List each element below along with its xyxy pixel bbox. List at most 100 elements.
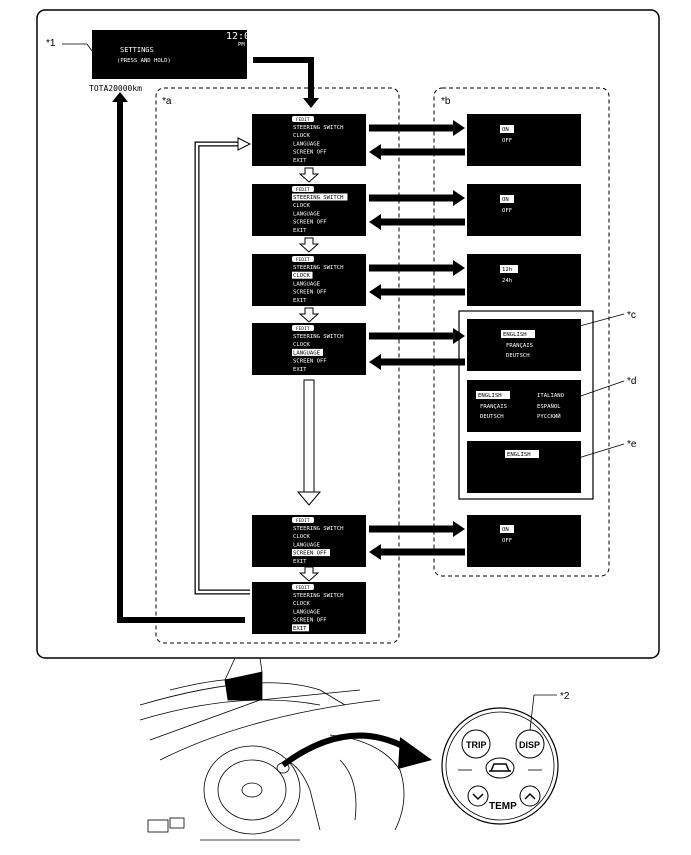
- disp-label: DISP: [519, 740, 540, 750]
- menu-item: CLOCK: [293, 203, 310, 209]
- menu-header-tag: [292, 517, 314, 523]
- menu-step-arrows: [298, 167, 320, 582]
- callout-e: *e: [627, 439, 637, 450]
- menu-item: LANGUAGE: [293, 542, 321, 548]
- menu-item: STEERING SWITCH: [293, 125, 344, 131]
- menu-item: CLOCK: [293, 133, 310, 139]
- arrow-exit-to-settings: [117, 100, 245, 623]
- lang-d-1: FRANÇAIS: [480, 404, 507, 410]
- arrow-right-head: [453, 260, 465, 276]
- arrow-exit-to-top-inner: [195, 142, 250, 594]
- menu-header-tag: [292, 186, 314, 192]
- menu-screen: FEDIT STEERING SWITCH CLOCK LANGUAGE SCREEN …: [252, 515, 366, 567]
- arrow-wheel-to-pad: [281, 732, 412, 768]
- callout-d: *d: [627, 376, 636, 387]
- menu-item: STEERING SWITCH: [293, 526, 344, 532]
- menu-item: STEERING SWITCH: [293, 195, 344, 201]
- settings-time: 12:00: [226, 31, 256, 42]
- callout-e-leader: [574, 443, 625, 460]
- menu-item: LANGUAGE: [293, 141, 321, 147]
- callout-2-leader2: [529, 694, 535, 731]
- menu-header-label: FEDIT: [296, 187, 310, 193]
- menu-item: LANGUAGE: [293, 350, 321, 356]
- lang-c-0: ENGLISH: [503, 332, 527, 338]
- language-screen-d: ENGLISH FRANÇAIS DEUTSCH ITALIANO ESPAÑO…: [467, 380, 581, 432]
- menu-item: EXIT: [293, 626, 307, 632]
- outer-frame: [36, 9, 660, 659]
- option-arrows: [369, 120, 465, 560]
- menu-item: CLOCK: [293, 601, 310, 607]
- settings-subtitle: (PRESS AND HOLD): [117, 58, 171, 64]
- temp-up-button[interactable]: [519, 785, 541, 807]
- arrow-long-shaft: [303, 379, 315, 493]
- option-screen-screen-off: ON OFF: [467, 515, 581, 567]
- opt-steering-off: OFF: [502, 138, 513, 144]
- menu-item: CLOCK: [293, 534, 310, 540]
- menu-item: SCREEN OFF: [293, 220, 327, 226]
- menu-header-tag: [292, 584, 314, 590]
- callout-a: *a: [162, 96, 172, 107]
- menu-step-arrow: [298, 237, 320, 253]
- lang-c-1: FRANÇAIS: [506, 343, 533, 349]
- menu-item: STEERING SWITCH: [293, 334, 344, 340]
- callout-1-leader2: [86, 43, 93, 52]
- menu-item: LANGUAGE: [293, 211, 321, 217]
- dashboard-illustration: [139, 657, 405, 841]
- arrow-settings-to-menu-head: [303, 98, 319, 108]
- trip-button[interactable]: [461, 729, 491, 759]
- language-screen-e: ENGLISH: [467, 441, 581, 493]
- menu-item-highlight: [292, 624, 309, 632]
- climate-button[interactable]: [485, 757, 515, 779]
- menu-item: SCREEN OFF: [293, 359, 327, 365]
- car-air-icon: [489, 763, 511, 772]
- menu-header-tag: [292, 325, 314, 331]
- trip-label: TRIP: [466, 740, 487, 750]
- menu-item: SCREEN OFF: [293, 551, 327, 557]
- menu-header-label: FEDIT: [296, 257, 310, 263]
- arrow-left-head: [369, 214, 381, 230]
- menu-screens: FEDIT STEERING SWITCH CLOCK LANGUAGE SCREEN …: [252, 114, 366, 634]
- arrow-settings-to-menu: [253, 57, 314, 100]
- menu-item: SCREEN OFF: [293, 150, 327, 156]
- settings-ampm: PM: [238, 42, 245, 48]
- arrow-left-head: [369, 354, 381, 370]
- menu-item: STEERING SWITCH: [293, 265, 344, 271]
- arrow-left-head: [369, 284, 381, 300]
- lang-d-3: ITALIANO: [537, 393, 565, 399]
- callout-d-leader: [574, 380, 625, 399]
- language-screen-c: ENGLISH FRANÇAIS DEUTSCH: [467, 319, 581, 371]
- menu-header-label: FEDIT: [296, 518, 310, 524]
- menu-item-highlight: [292, 348, 323, 356]
- callout-c-leader: [575, 313, 625, 328]
- lang-d-5: PYCCKИЙ: [537, 413, 561, 420]
- menu-item-highlight: [292, 549, 330, 557]
- callout-b: *b: [441, 96, 451, 107]
- lang-c-2: DEUTSCH: [506, 353, 530, 359]
- lang-d-2: DEUTSCH: [480, 414, 504, 420]
- arrow-exit-to-top-outer: [194, 141, 250, 595]
- chevron-down-icon: [472, 793, 484, 801]
- group-b-frame: [433, 87, 610, 577]
- group-a-frame: [155, 87, 400, 644]
- language-group-frame: [458, 310, 594, 500]
- arrow-right-head: [453, 120, 465, 136]
- leader-screen-right: [259, 657, 263, 673]
- settings-title: SETTINGS: [120, 46, 154, 54]
- menu-item: LANGUAGE: [293, 609, 321, 615]
- arrow-right-head: [453, 190, 465, 206]
- menu-screen-bg: [252, 515, 366, 567]
- menu-item: EXIT: [293, 228, 307, 234]
- temp-down-button[interactable]: [467, 785, 489, 807]
- menu-item: EXIT: [293, 367, 307, 373]
- menu-header-label: FEDIT: [296, 585, 310, 591]
- menu-item: CLOCK: [293, 342, 310, 348]
- lang-d-0: ENGLISH: [478, 393, 502, 399]
- callout-c: *c: [627, 310, 636, 321]
- opt-steering2-on: ON: [502, 197, 509, 203]
- option-screen-steering-2: ON OFF: [467, 184, 581, 236]
- menu-item: EXIT: [293, 158, 307, 164]
- opt-steering2-off: OFF: [502, 208, 513, 214]
- menu-item: STEERING SWITCH: [293, 593, 344, 599]
